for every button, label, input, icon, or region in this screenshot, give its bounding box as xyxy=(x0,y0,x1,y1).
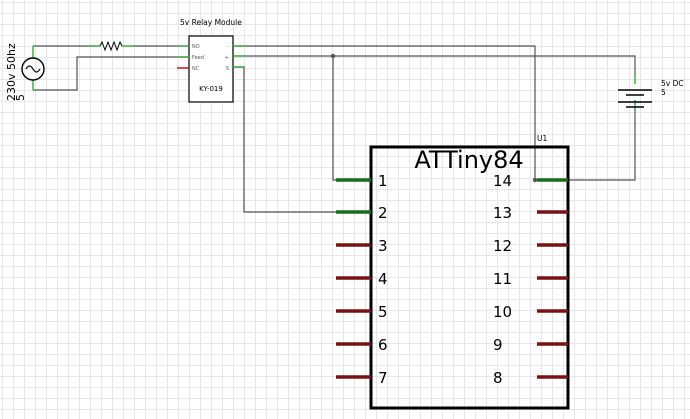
wire-feed xyxy=(33,56,188,91)
battery[interactable]: 5v DC 5 xyxy=(618,76,684,108)
chip-pin-label: 13 xyxy=(493,204,512,222)
battery-label: 5v DC xyxy=(661,79,684,88)
relay-pin-no: NO xyxy=(192,44,200,50)
junction-dot xyxy=(330,53,336,59)
chip-pin-label: 1 xyxy=(378,172,388,190)
chip-pin-label: 14 xyxy=(493,172,512,190)
relay-title: 5v Relay Module xyxy=(180,18,242,27)
wire-relay-plus xyxy=(234,55,636,76)
resistor-icon xyxy=(99,40,123,52)
battery-value: 5 xyxy=(661,88,666,97)
chip-pin-label: 12 xyxy=(493,237,512,255)
relay-pin-nc: NC xyxy=(192,66,200,72)
relay-pin-s: S xyxy=(226,66,229,72)
relay-part: KY-019 xyxy=(199,85,223,93)
wires xyxy=(33,45,636,213)
chip-pin-label: 6 xyxy=(378,336,388,354)
chip-pin-label: 5 xyxy=(378,303,388,321)
chip-pin-label: 11 xyxy=(493,270,512,288)
relay-pin-feed: Feed xyxy=(192,55,204,61)
wire-plus-to-pin1 xyxy=(332,56,340,181)
ac-source-value: 5 xyxy=(14,94,27,101)
ac-source[interactable]: 230v 50hz 5 xyxy=(5,43,45,101)
chip-pin-label: 9 xyxy=(493,336,503,354)
relay-pin-plus: + xyxy=(225,55,229,61)
chip-pin-label: 8 xyxy=(493,369,503,387)
junction-dot xyxy=(532,177,538,183)
chip-name: ATTiny84 xyxy=(414,146,523,174)
ac-source-label: 230v 50hz xyxy=(5,43,18,101)
chip-pin-label: 2 xyxy=(378,204,388,222)
chip-pin-label: 10 xyxy=(493,303,512,321)
wire-s-to-pin2 xyxy=(234,66,340,213)
relay-body xyxy=(188,35,234,103)
chip-ref: U1 xyxy=(537,134,547,143)
chip-pin-label: 4 xyxy=(378,270,388,288)
chip-pin-label: 7 xyxy=(378,369,388,387)
chip-pin-label: 3 xyxy=(378,237,388,255)
resistor[interactable] xyxy=(88,40,134,52)
ac-source-icon xyxy=(21,57,45,81)
wire-pin14-battery xyxy=(535,108,636,181)
relay-pin-minus: - xyxy=(227,44,229,50)
wire-relay-minus xyxy=(234,45,536,180)
relay-module[interactable]: 5v Relay Module NO Feed NC - + S KY-019 xyxy=(177,18,245,103)
battery-icon xyxy=(618,89,652,108)
